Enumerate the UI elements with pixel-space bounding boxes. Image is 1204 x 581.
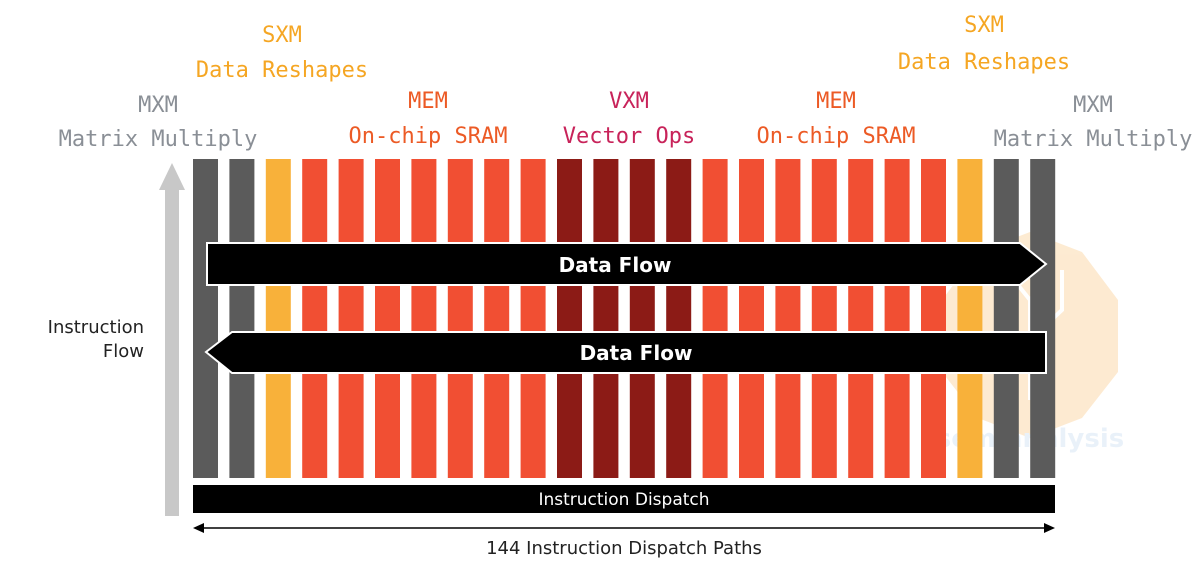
instruction-dispatch-label: Instruction Dispatch	[538, 490, 709, 510]
instruction-dispatch-bar: Instruction Dispatch	[193, 485, 1055, 513]
column-mem-16	[739, 159, 764, 478]
column-mxm-24	[1030, 159, 1056, 478]
mxm-left-title: MXM	[138, 93, 178, 118]
sxm-right-title: SXM	[964, 13, 1004, 38]
column-mem-10	[520, 159, 546, 478]
mxm-left-subtitle: Matrix Multiply	[59, 127, 258, 152]
instruction-flow-label-line1: Instruction	[48, 317, 144, 338]
instruction-flow-arrow	[159, 163, 185, 516]
column-mem-17	[775, 159, 801, 478]
sxm-right-subtitle: Data Reshapes	[898, 50, 1070, 75]
column-vxm-12	[593, 159, 619, 478]
data-flow-left-arrow: Data Flow	[204, 331, 1047, 374]
column-mem-5	[338, 159, 364, 478]
dispatch-paths-dimension	[193, 523, 1055, 533]
column-mem-20	[884, 159, 910, 478]
dispatch-paths-label: 144 Instruction Dispatch Paths	[486, 538, 762, 559]
column-vxm-11	[557, 159, 582, 478]
mem-left-title: MEM	[408, 89, 448, 114]
column-vxm-13	[629, 159, 655, 478]
vxm-subtitle: Vector Ops	[563, 124, 695, 149]
mem-right-title: MEM	[816, 89, 856, 114]
data-flow-right-label: Data Flow	[559, 253, 672, 277]
column-mem-6	[375, 159, 400, 478]
column-mem-21	[921, 159, 946, 478]
mxm-right-subtitle: Matrix Multiply	[994, 127, 1193, 152]
column-mem-15	[702, 159, 728, 478]
column-mem-19	[848, 159, 874, 478]
sxm-left-title: SXM	[262, 23, 302, 48]
column-mem-4	[302, 159, 328, 478]
column-vxm-14	[666, 159, 692, 478]
data-flow-left-label: Data Flow	[580, 341, 693, 365]
column-sxm-3	[265, 159, 291, 478]
column-mem-18	[811, 159, 837, 478]
module-columns	[193, 159, 1056, 478]
column-mem-8	[447, 159, 473, 478]
instruction-flow-label-line2: Flow	[103, 341, 144, 362]
column-mxm-1	[193, 159, 218, 478]
column-sxm-22	[957, 159, 983, 478]
data-flow-right-arrow: Data Flow	[206, 242, 1048, 286]
column-mem-7	[411, 159, 437, 478]
mem-right-subtitle: On-chip SRAM	[757, 124, 916, 149]
sxm-left-subtitle: Data Reshapes	[196, 58, 368, 83]
column-mem-9	[484, 159, 510, 478]
column-mxm-23	[993, 159, 1019, 478]
vxm-title: VXM	[609, 89, 649, 114]
mem-left-subtitle: On-chip SRAM	[349, 124, 508, 149]
column-mxm-2	[229, 159, 255, 478]
mxm-right-title: MXM	[1073, 93, 1113, 118]
